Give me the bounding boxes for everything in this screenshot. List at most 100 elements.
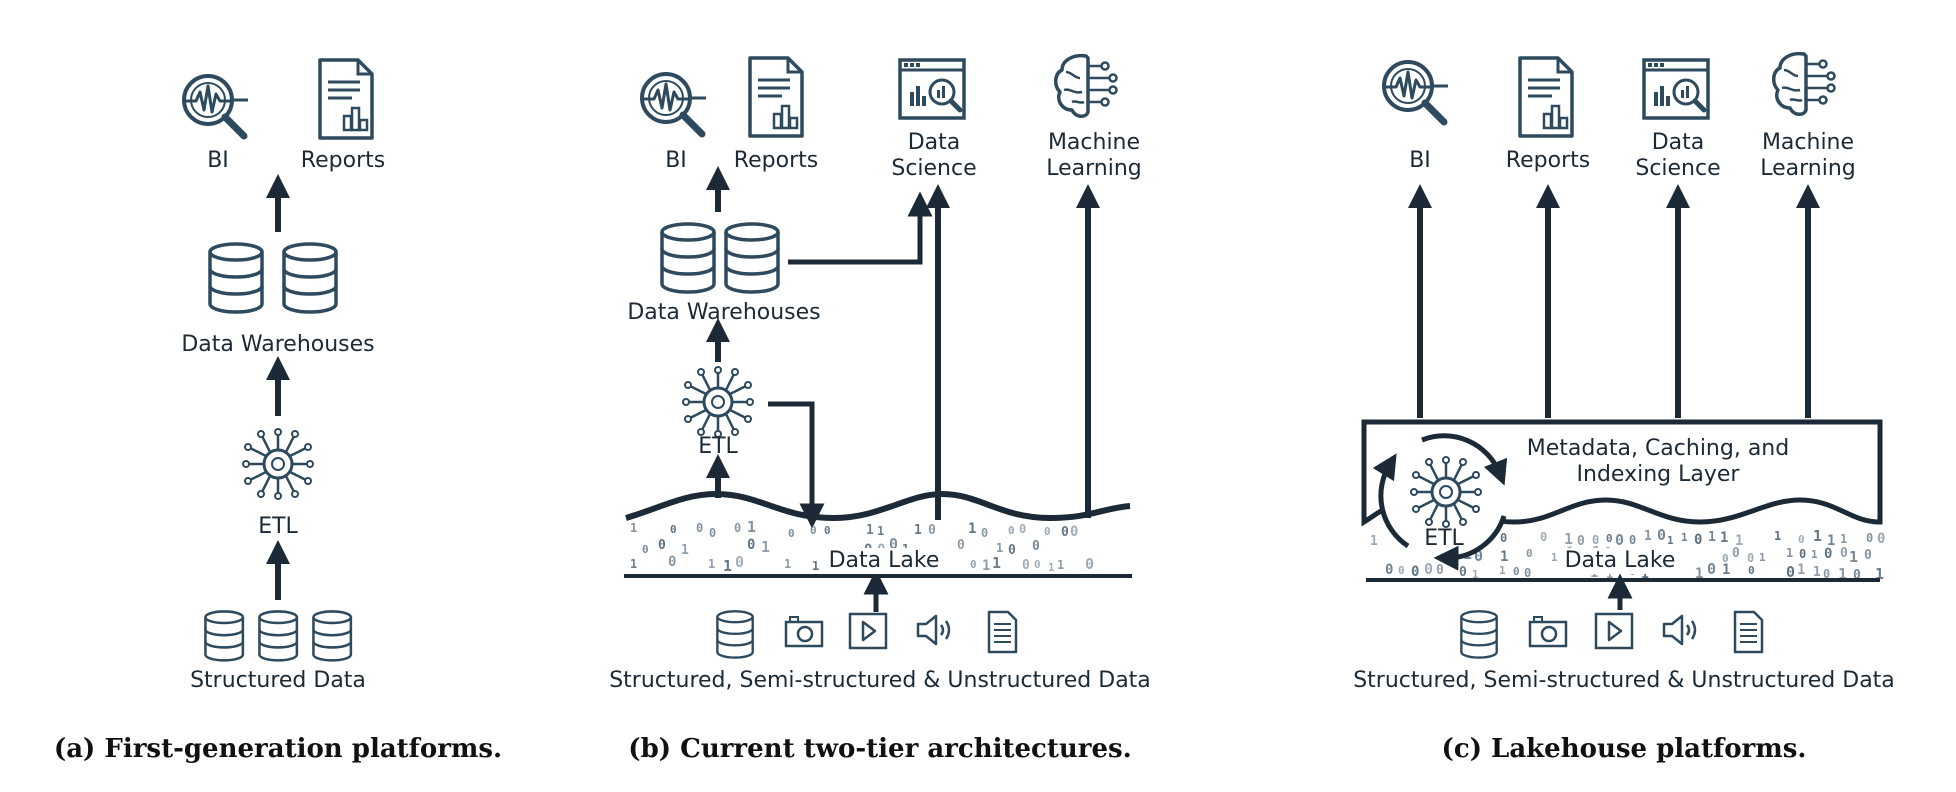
bit-glyph: 1 bbox=[1786, 546, 1793, 560]
bit-glyph: 0 bbox=[788, 527, 795, 540]
metadata-layer-label: Metadata, Caching, and Indexing Layer bbox=[1526, 436, 1790, 488]
bit-glyph: 0 bbox=[1657, 526, 1666, 544]
arrow-etl-to-lake bbox=[768, 401, 825, 529]
reports-label: Reports bbox=[300, 148, 386, 173]
bit-glyph: 0 bbox=[1424, 560, 1433, 578]
bit-glyph: 1 bbox=[723, 557, 732, 575]
bit-glyph: 1 bbox=[1564, 530, 1573, 548]
sources-label: Structured, Semi-structured & Unstructur… bbox=[609, 668, 1151, 693]
bi-icon bbox=[642, 74, 706, 134]
bit-glyph: 0 bbox=[970, 558, 977, 571]
bit-glyph: 0 bbox=[1877, 531, 1885, 547]
bit-glyph: 0 bbox=[928, 523, 936, 538]
database-icon bbox=[660, 222, 716, 294]
bit-glyph: 1 bbox=[1551, 551, 1558, 564]
database-icon bbox=[204, 610, 245, 662]
bit-glyph: 1 bbox=[1681, 531, 1688, 544]
bit-glyph: 1 bbox=[1500, 549, 1508, 565]
bit-glyph: 0 bbox=[1526, 547, 1533, 560]
bit-glyph: 0 bbox=[1748, 564, 1755, 577]
caption-a: (a) First-generation platforms. bbox=[53, 734, 503, 764]
bit-glyph: 1 bbox=[681, 543, 689, 558]
data-science-label: Data Science bbox=[891, 130, 977, 182]
bit-glyph: 1 bbox=[630, 521, 637, 535]
data-science-icon bbox=[1644, 60, 1708, 118]
bit-glyph: 0 bbox=[1824, 546, 1832, 562]
bit-glyph: 0 bbox=[1799, 547, 1806, 561]
bit-glyph: 0 bbox=[1786, 563, 1795, 581]
audio-icon bbox=[916, 614, 951, 646]
bit-glyph: 1 bbox=[812, 559, 819, 573]
database-icon bbox=[724, 222, 780, 294]
bit-glyph: 1 bbox=[877, 524, 884, 538]
bit-glyph: 0 bbox=[1436, 563, 1444, 578]
bit-glyph: 0 bbox=[1398, 564, 1405, 577]
etl-cycle-arrow bbox=[1421, 433, 1508, 486]
bit-glyph: 1 bbox=[1875, 565, 1884, 583]
bit-glyph: 0 bbox=[981, 526, 988, 540]
machine-learning-icon bbox=[1053, 53, 1119, 119]
bit-glyph: 0 bbox=[957, 538, 965, 553]
bit-glyph: 0 bbox=[709, 526, 716, 540]
audio-icon bbox=[1662, 614, 1697, 646]
caption-c: (c) Lakehouse platforms. bbox=[1441, 734, 1807, 764]
database-icon bbox=[282, 242, 338, 314]
bit-glyph: 0 bbox=[735, 553, 744, 571]
bit-glyph: 0 bbox=[1474, 547, 1483, 565]
database-icon bbox=[1460, 610, 1498, 659]
data-warehouses-label: Data Warehouses bbox=[181, 332, 375, 357]
bit-glyph: 1 bbox=[866, 523, 874, 538]
bit-glyph: 0 bbox=[1732, 546, 1740, 561]
camera-icon bbox=[784, 615, 824, 648]
bit-glyph: 1 bbox=[1499, 564, 1506, 577]
machine-learning-label: Machine Learning bbox=[1760, 130, 1856, 182]
bit-glyph: 1 bbox=[1759, 551, 1766, 564]
bit-glyph: 0 bbox=[734, 521, 741, 535]
bit-glyph: 1 bbox=[1641, 567, 1649, 582]
etl-cycle-arrow bbox=[1433, 515, 1507, 571]
bit-glyph: 1 bbox=[1370, 534, 1378, 549]
bit-glyph: 1 bbox=[630, 557, 637, 571]
bit-glyph: 1 bbox=[968, 521, 976, 537]
bit-glyph: 0 bbox=[1840, 546, 1848, 561]
database-icon bbox=[258, 610, 299, 662]
arrow-warehouse-to-data-science bbox=[788, 191, 933, 265]
database-icon bbox=[312, 610, 353, 662]
bit-glyph: 0 bbox=[889, 535, 898, 553]
bit-glyph: 1 bbox=[1472, 568, 1479, 581]
bit-glyph: 0 bbox=[1592, 533, 1599, 547]
bit-glyph: 0 bbox=[1411, 564, 1419, 580]
etl-label: ETL bbox=[258, 514, 298, 539]
bit-glyph: 0 bbox=[1500, 531, 1507, 545]
bit-glyph: 0 bbox=[1866, 531, 1873, 545]
bit-glyph: 1 bbox=[708, 557, 715, 571]
etl-chip-icon bbox=[241, 427, 315, 501]
bit-glyph: 1 bbox=[761, 538, 770, 556]
bit-glyph: 0 bbox=[1707, 560, 1716, 578]
bit-glyph: 1 bbox=[747, 518, 756, 536]
bit-glyph: 1 bbox=[914, 523, 922, 538]
bit-glyph: 0 bbox=[1061, 525, 1069, 540]
bit-glyph: 1 bbox=[1057, 558, 1064, 572]
bit-glyph: 0 bbox=[670, 523, 677, 536]
bit-glyph: 1 bbox=[1774, 529, 1781, 543]
bit-glyph: 1 bbox=[1720, 530, 1728, 546]
bit-glyph: 1 bbox=[1840, 532, 1847, 546]
bit-glyph: 0 bbox=[1577, 534, 1585, 549]
bit-glyph: 1 bbox=[1827, 533, 1835, 549]
bit-glyph: 1 bbox=[1849, 548, 1858, 566]
document-icon bbox=[987, 610, 1018, 654]
bi-icon bbox=[184, 76, 248, 136]
bit-glyph: 1 bbox=[1708, 530, 1716, 545]
bit-glyph: 0 bbox=[658, 538, 666, 553]
bi-label: BI bbox=[207, 148, 229, 173]
bit-glyph: 0 bbox=[1853, 568, 1861, 583]
data-lake-wave bbox=[625, 490, 1131, 522]
report-icon bbox=[1518, 56, 1574, 138]
bit-glyph: 1 bbox=[1797, 562, 1805, 578]
reports-label: Reports bbox=[1505, 148, 1591, 173]
bit-glyph: 0 bbox=[1540, 530, 1547, 544]
bi-icon bbox=[1384, 62, 1448, 122]
bit-glyph: 0 bbox=[1513, 565, 1520, 578]
